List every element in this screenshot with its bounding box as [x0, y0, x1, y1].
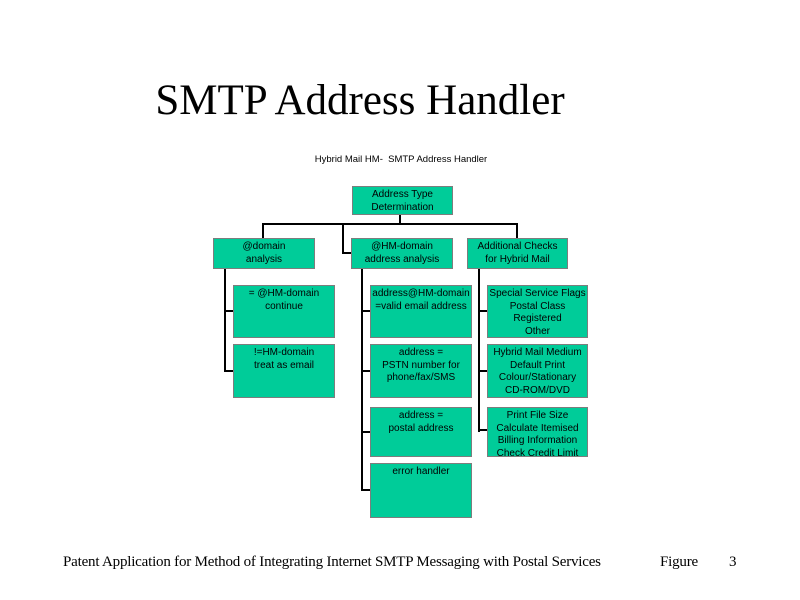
- connector-right-column-vertical: [478, 269, 480, 432]
- slide-subtitle: Hybrid Mail HM- SMTP Address Handler: [314, 154, 488, 165]
- node-additional-checks-for-hybrid-mail: Additional Checks for Hybrid Mail: [467, 238, 568, 269]
- connector-right-branch-drop: [516, 223, 518, 238]
- node-hm-domain-continue: = @HM-domain continue: [233, 285, 335, 338]
- connector-left-column-vertical: [224, 269, 226, 372]
- node-address-type-determination: Address Type Determination: [352, 186, 453, 215]
- connector-middle-branch-elbow-vertical: [342, 223, 344, 254]
- node-hm-domain-address-analysis: @HM-domain address analysis: [351, 238, 453, 269]
- connector-middle-column-vertical: [361, 269, 363, 491]
- connector-middle-stub-3: [361, 431, 370, 433]
- node-print-file-size: Print File Size Calculate Itemised Billi…: [487, 407, 588, 457]
- connector-middle-stub-4: [361, 489, 370, 491]
- connector-middle-stub-2: [361, 370, 370, 372]
- connector-right-stub-1: [478, 310, 487, 312]
- footer-caption: Patent Application for Method of Integra…: [63, 554, 601, 570]
- slide-title: SMTP Address Handler: [155, 77, 565, 124]
- connector-right-stub-3: [478, 429, 487, 431]
- connector-left-stub-2: [224, 370, 233, 372]
- connector-middle-stub-1: [361, 310, 370, 312]
- node-error-handler: error handler: [370, 463, 472, 518]
- connector-main-horizontal: [262, 223, 518, 225]
- connector-right-stub-2: [478, 370, 487, 372]
- figure-number: 3: [729, 554, 737, 570]
- node-valid-email-address: address@HM-domain =valid email address: [370, 285, 472, 338]
- node-pstn-number: address = PSTN number for phone/fax/SMS: [370, 344, 472, 398]
- node-domain-analysis: @domain analysis: [213, 238, 315, 269]
- node-hybrid-mail-medium: Hybrid Mail Medium Default Print Colour/…: [487, 344, 588, 398]
- node-special-service-flags: Special Service Flags Postal Class Regis…: [487, 285, 588, 338]
- footer: Patent Application for Method of Integra…: [0, 552, 800, 576]
- figure-label: Figure: [660, 554, 698, 570]
- node-not-hm-domain-treat-as-email: !=HM-domain treat as email: [233, 344, 335, 398]
- connector-middle-branch-elbow-horizontal: [342, 252, 351, 254]
- node-postal-address: address = postal address: [370, 407, 472, 457]
- connector-root-drop: [399, 214, 401, 224]
- connector-left-stub-1: [224, 310, 233, 312]
- connector-left-branch-drop: [262, 223, 264, 238]
